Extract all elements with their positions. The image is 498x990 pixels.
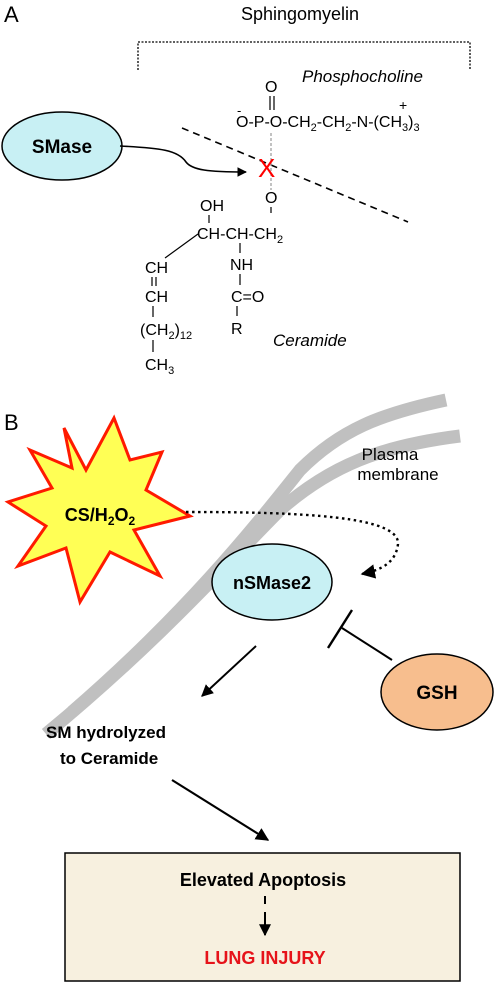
apoptosis-label: Elevated Apoptosis (180, 870, 346, 890)
hydroxyl-group: OH (200, 198, 224, 215)
cleavage-mark: X (258, 153, 275, 183)
panel-a-label: A (4, 2, 19, 27)
plasma-membrane-inner (41, 429, 461, 740)
backbone-formula: CH-CH-CH2 (197, 226, 283, 246)
membrane-label-plasma: Plasma (362, 445, 419, 464)
oxygen-minus: - (237, 103, 241, 118)
nsmase2-enzyme (211, 543, 333, 621)
linker-oxygen: O (265, 190, 277, 207)
cleavage-line (181, 127, 409, 223)
inhibition-bar (326, 609, 354, 649)
methylene-chain: (CH2)12 (140, 322, 192, 342)
nitrogen-plus: + (399, 97, 407, 113)
hydrolysis-arrow (201, 645, 257, 697)
chain-ch-1: CH (145, 260, 168, 277)
amide-nh: NH (230, 257, 253, 274)
terminal-methyl: CH3 (145, 357, 174, 377)
product-line-2: to Ceramide (60, 749, 158, 768)
chain-ch-2: CH (145, 289, 168, 306)
inhibition-line (341, 627, 393, 661)
carbonyl-group: C=O (231, 289, 264, 306)
stimulus-label: CS/H2O2 (65, 505, 136, 528)
gsh-molecule (380, 653, 494, 731)
r-group: R (231, 321, 243, 338)
outcome-box (64, 852, 461, 982)
smase-label: SMase (32, 137, 92, 158)
membrane-label-membrane: membrane (357, 465, 438, 484)
phosphocholine-formula: O-P-O-CH2-CH2-N-(CH3)3 (236, 114, 420, 134)
phosphocholine-label: Phosphocholine (302, 67, 423, 86)
gsh-label: GSH (416, 683, 457, 704)
smase-arrow (119, 145, 247, 177)
apoptosis-arrow (171, 779, 270, 841)
ceramide-label: Ceramide (273, 331, 347, 350)
activation-arrow (185, 510, 400, 579)
sphingomyelin-bracket (137, 41, 471, 70)
panel-b-label: B (4, 410, 19, 435)
sphingomyelin-title: Sphingomyelin (241, 4, 359, 24)
stimulus-star (4, 414, 194, 606)
product-line-1: SM hydrolyzed (46, 723, 166, 742)
alkenyl-bond (164, 233, 199, 259)
phosphate-double-o: O (265, 79, 277, 96)
nsmase2-label: nSMase2 (233, 573, 311, 593)
lung-injury-label: LUNG INJURY (204, 948, 325, 968)
